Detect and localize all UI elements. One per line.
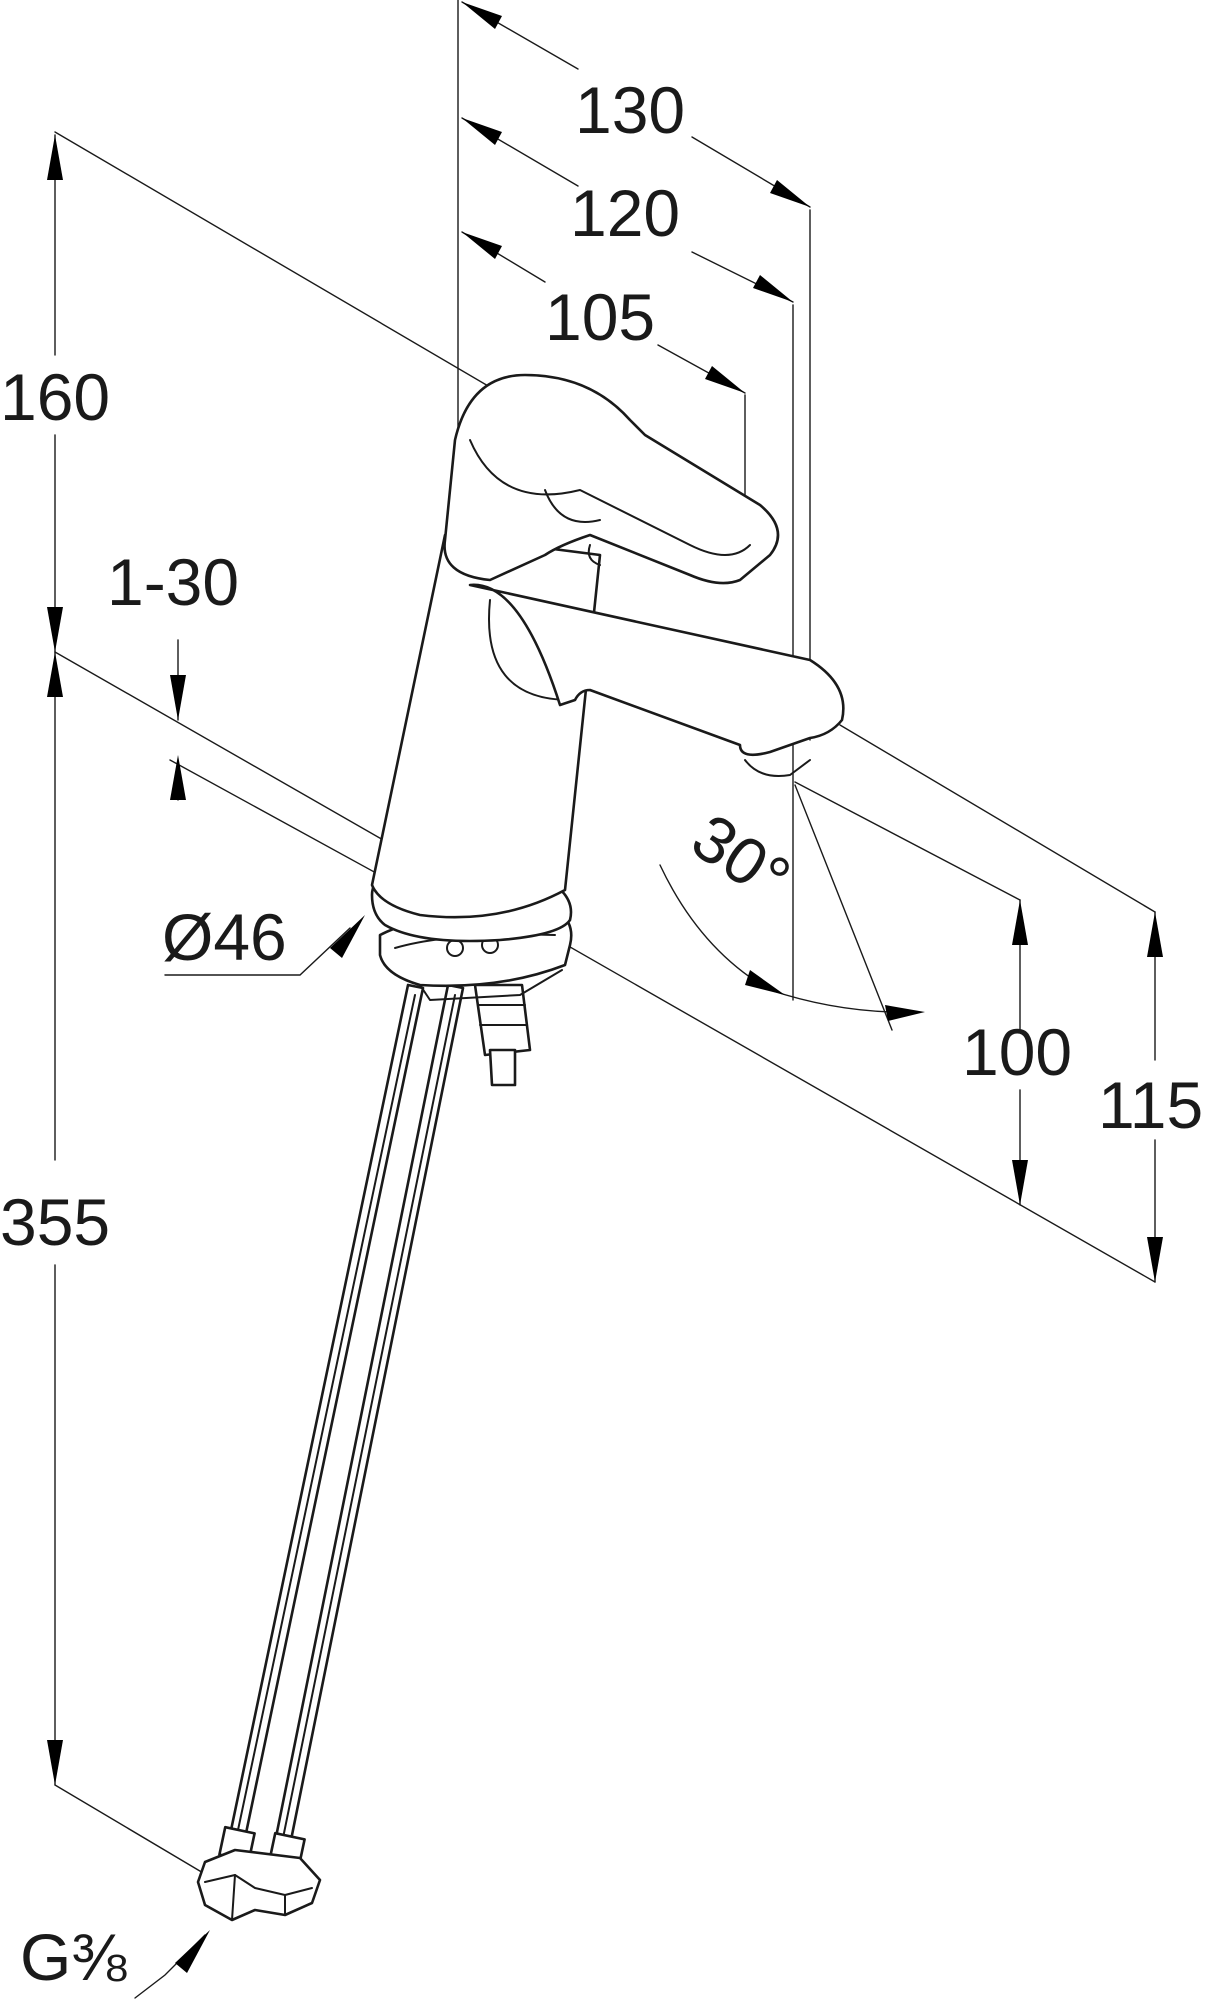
dim-100-label: 100 (962, 1015, 1072, 1089)
dim-160-label: 160 (0, 360, 110, 434)
dim-105-label: 105 (545, 280, 655, 354)
dim-355-label: 355 (0, 1185, 110, 1259)
dim-angle-label: 30° (679, 799, 803, 916)
dim-1-30-label: 1-30 (107, 545, 239, 619)
dim-diameter-label: Ø46 (162, 900, 287, 974)
dim-130-label: 130 (575, 73, 685, 147)
thread-label: G⅜ (20, 1920, 127, 1994)
hose-connector-nut (196, 1825, 322, 1922)
threaded-rod (473, 983, 532, 1087)
lever-handle (443, 373, 780, 585)
faucet-body (370, 533, 602, 919)
dimension-labels: 130 120 105 160 1-30 Ø46 30° 100 115 355… (0, 73, 1203, 1994)
flexible-hoses (228, 983, 465, 1847)
arrowheads (47, 2, 1163, 1973)
dim-120-label: 120 (570, 176, 680, 250)
dim-115-label: 115 (1098, 1068, 1203, 1142)
spout (468, 583, 845, 777)
